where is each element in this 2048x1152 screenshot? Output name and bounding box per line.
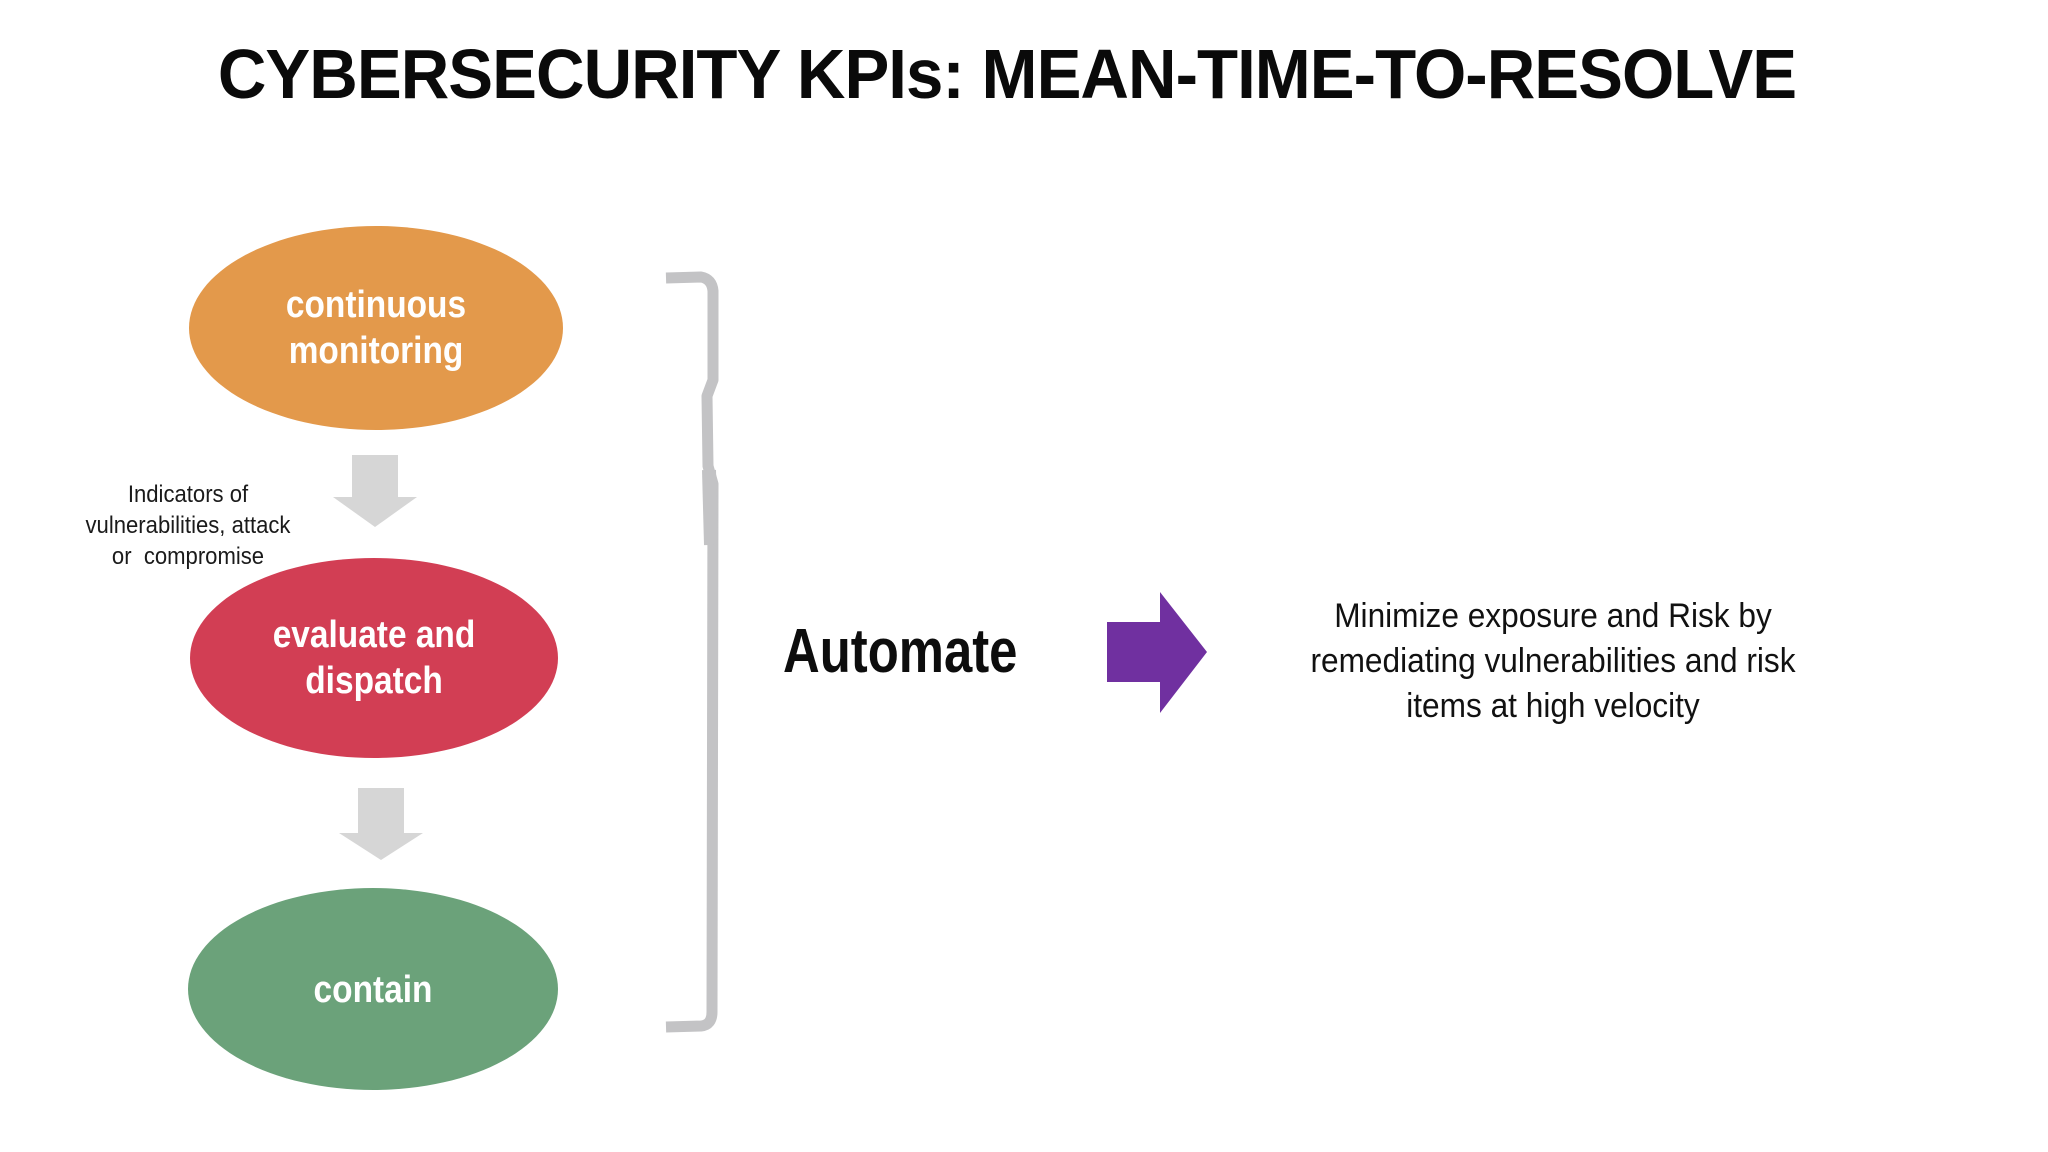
- step-ellipse-continuous-monitoring: [189, 226, 563, 430]
- step-ellipse-contain: [188, 888, 558, 1090]
- indicators-note: Indicators of vulnerabilities, attack or…: [85, 481, 291, 570]
- step-label-evaluate-dispatch: evaluate and dispatch: [272, 614, 476, 702]
- automate-label: Automate: [783, 617, 1018, 686]
- slide-title: CYBERSECURITY KPIs: MEAN-TIME-TO-RESOLVE: [217, 35, 1797, 113]
- bracket-overdraw: [702, 469, 718, 546]
- outcome-text: Minimize exposure and Risk by remediatin…: [1310, 597, 1796, 725]
- step-ellipse-evaluate-dispatch: [190, 558, 558, 758]
- step-label-continuous-monitoring: continuous monitoring: [285, 284, 467, 372]
- bracket: [665, 271, 719, 1033]
- down-arrow-icon: [339, 788, 423, 860]
- step-label-contain: contain: [313, 969, 433, 1011]
- automate-arrow-icon: [1107, 592, 1207, 713]
- down-arrow-icon: [333, 455, 417, 527]
